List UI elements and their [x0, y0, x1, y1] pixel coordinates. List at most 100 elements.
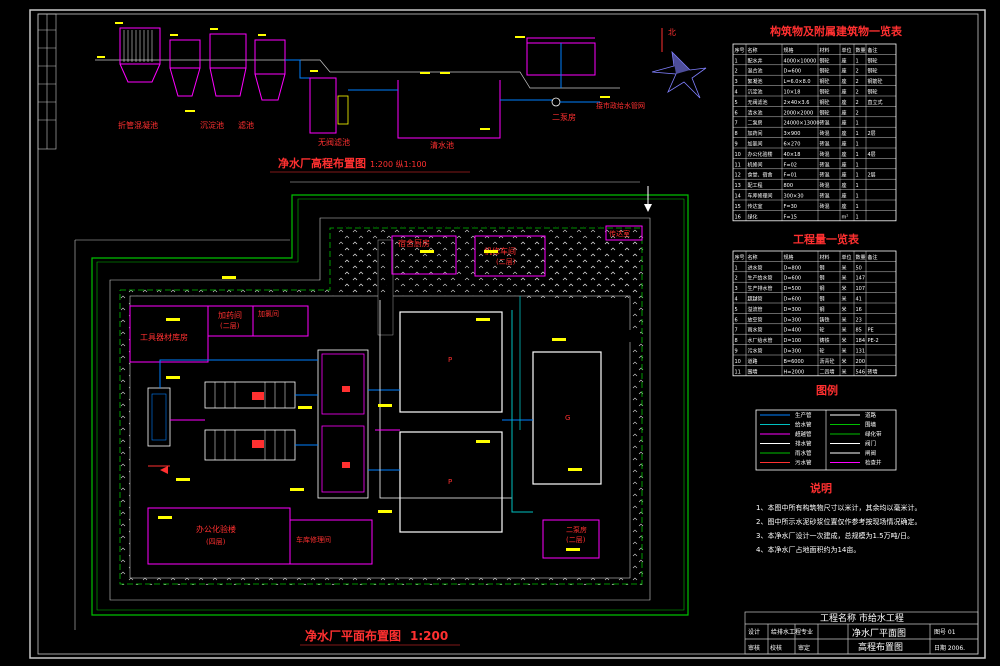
tb-drawing-no: 图号 01: [934, 629, 956, 636]
legend-label: 生产管: [795, 411, 812, 419]
dorm-building: [391, 235, 457, 275]
structures-cell: 2000×2000: [784, 110, 814, 116]
note-3: 3、本净水厂设计一次建成，总规模为1.5万吨/日。: [756, 531, 914, 540]
notes-title: 说明: [810, 481, 832, 495]
works-cell: 米: [842, 285, 847, 292]
structures-cell: 砖混: [820, 203, 830, 210]
structures-cell: 1: [856, 183, 859, 189]
structures-cell: 2: [735, 69, 738, 75]
structures-cell: 混合池: [748, 68, 763, 75]
elevation-title: 净水厂高程布置图: [278, 156, 366, 170]
structures-cell: 2: [856, 69, 859, 75]
works-cell: 3: [735, 286, 738, 292]
works-cell: 砼: [820, 327, 825, 334]
works-header: 名称: [748, 254, 758, 261]
works-cell: 10: [735, 359, 741, 365]
works-cell: 6: [735, 317, 738, 323]
structures-cell: 座: [842, 99, 847, 106]
tb-approved: 审定: [798, 644, 810, 652]
works-header: 数量: [856, 254, 866, 261]
note-4: 4、本净水厂占地面积约为14亩。: [756, 545, 860, 554]
structures-cell: 钢筋砼: [868, 78, 883, 85]
structures-cell: 传达室: [748, 203, 763, 210]
works-cell: 184: [856, 338, 866, 344]
structures-cell: 沉淀池: [748, 89, 763, 96]
structures-cell: 清水池: [748, 109, 763, 116]
works-cell: 道路: [748, 358, 758, 365]
works-table-title: 工程量一览表: [793, 232, 860, 246]
elev-label-mixing: 折管混凝池: [118, 120, 158, 130]
structures-cell: 1: [856, 204, 859, 210]
structures-cell: 1: [856, 173, 859, 179]
tool-store-label: 工具器材库房: [140, 332, 188, 342]
works-cell: 水厂给水管: [748, 337, 773, 344]
works-cell: 2: [735, 276, 738, 282]
works-cell: 生产给水管: [748, 275, 773, 282]
structures-cell: 机修间: [748, 161, 763, 168]
structures-cell: 钢砼: [868, 89, 878, 96]
office-floor: (四层): [206, 538, 226, 546]
legend-box: [755, 409, 897, 471]
tb-drawing-name-2: 高程布置图: [858, 641, 903, 653]
structures-cell: m²: [842, 214, 849, 220]
works-cell: 钢: [820, 275, 825, 282]
works-cell: D=800: [784, 265, 802, 271]
structures-cell: 座: [842, 141, 847, 148]
legend-label: 给水管: [795, 421, 812, 429]
structures-cell: 座: [842, 120, 847, 127]
elev-label-valveless: 无阀滤池: [318, 137, 350, 147]
structures-cell: 4000×10000: [784, 58, 817, 64]
structures-header: 数量: [856, 47, 866, 54]
structures-cell: 6×270: [784, 142, 801, 148]
repair-building: [474, 235, 546, 277]
works-cell: 放空管: [748, 316, 763, 323]
structures-cell: 4层: [868, 152, 876, 158]
structures-cell: 11: [735, 162, 741, 168]
legend-label: 雨水管: [795, 449, 812, 457]
legend-title: 图例: [816, 383, 838, 397]
works-cell: 铸铁: [820, 337, 830, 344]
works-header: 规格: [784, 254, 794, 261]
structures-cell: 钢砼: [820, 78, 830, 85]
structures-header: 单位: [842, 47, 852, 54]
structures-cell: 9: [735, 142, 738, 148]
works-cell: 1: [735, 265, 738, 271]
structures-cell: 13: [735, 183, 741, 189]
structures-cell: 砖混: [820, 182, 830, 189]
structures-cell: 座: [842, 68, 847, 75]
structures-cell: 800: [784, 183, 794, 189]
works-cell: 50: [856, 265, 862, 271]
structures-cell: 砖混: [820, 172, 830, 179]
structures-cell: 5: [735, 100, 738, 106]
structures-cell: F=02: [784, 162, 797, 168]
works-header: 序号: [735, 254, 745, 261]
works-header: 备注: [868, 254, 878, 261]
structures-cell: 座: [842, 203, 847, 210]
dosing-floor: (二层): [220, 322, 240, 330]
legend-label: 污水管: [795, 459, 812, 467]
note-2: 2、图中所示水泥砂浆位置仅作参考按现场情况确定。: [756, 517, 921, 526]
structures-cell: 砖混: [820, 193, 830, 200]
works-cell: 钢: [820, 296, 825, 303]
works-cell: D=600: [784, 276, 802, 282]
tb-project-name: 工程名称 市给水工程: [820, 612, 904, 624]
north-arrow: 北: [651, 28, 707, 99]
structures-cell: 钢砼: [820, 109, 830, 116]
works-cell: D=400: [784, 328, 802, 334]
chlorine-label: 加氯间: [258, 309, 279, 318]
structures-cell: 加氯间: [748, 141, 763, 148]
structures-cell: 10: [735, 152, 741, 158]
legend-label: 超越管: [795, 430, 812, 438]
works-cell: 钢: [820, 285, 825, 292]
works-cell: 砖墙: [868, 368, 878, 375]
gatehouse-label: 传达室: [609, 229, 630, 238]
dosing-label: 加药间: [218, 310, 242, 320]
works-cell: 147: [856, 276, 866, 282]
elevation-scale: 1:200 纵1:100: [370, 160, 427, 169]
structures-cell: F=30: [784, 204, 797, 210]
works-cell: 11: [735, 369, 741, 375]
plan-title: 净水厂平面布置图: [305, 628, 401, 643]
works-cell: 米: [842, 275, 847, 282]
